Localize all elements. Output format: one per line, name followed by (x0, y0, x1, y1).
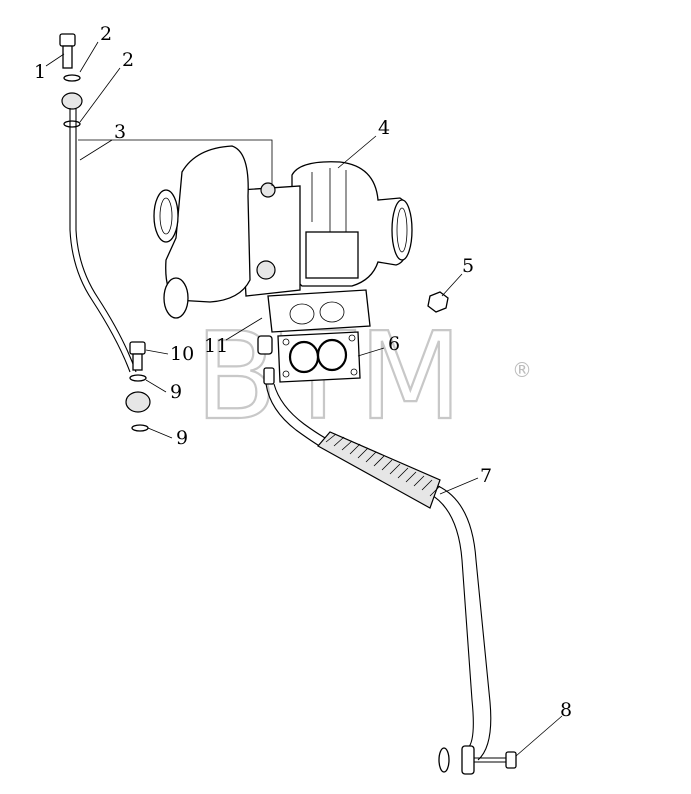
banjo-bolt-lower-shank (132, 353, 143, 371)
watermark: BTM ® (194, 307, 532, 448)
leader-10 (145, 349, 169, 355)
turbine-inlet-inner (159, 197, 173, 235)
gasket-bolt-hole-3 (282, 370, 290, 378)
compressor-ribs (311, 168, 347, 236)
callout-2-lower: 2 (122, 49, 134, 71)
oil-outlet-port (256, 260, 276, 280)
oil-feed-pipe-right (75, 108, 137, 373)
callout-10: 10 (170, 343, 194, 365)
callouts: 1 2 2 3 4 5 6 7 8 9 9 10 11 (34, 23, 572, 721)
turbocharger-assembly (78, 139, 413, 333)
callout-8: 8 (560, 699, 572, 721)
compressor-outlet-inner (396, 207, 408, 253)
drain-bolt-8-shank (474, 757, 506, 763)
sealing-washer-lower (63, 120, 81, 128)
callout-6: 6 (388, 333, 400, 355)
callout-7: 7 (480, 465, 492, 487)
nut-5-body (427, 291, 449, 313)
drain-fitting-lower (263, 367, 275, 385)
leader-7 (439, 477, 479, 495)
exhaust-flange (267, 289, 371, 333)
leader-4 (337, 135, 377, 169)
sealing-washer-upper (63, 74, 81, 82)
leader-2a (79, 41, 99, 73)
watermark-registered-mark: ® (512, 358, 532, 382)
gasket-bolt-hole-1 (282, 338, 290, 346)
sealing-washer-9-upper (129, 374, 147, 382)
leader-9a (145, 379, 167, 393)
banjo-bolt-shank (62, 45, 73, 69)
banjo-bolt-head (59, 33, 76, 47)
callout-1: 1 (34, 61, 46, 83)
drain-fitting-body (257, 335, 273, 355)
gasket-bolt-hole-4 (350, 368, 358, 376)
gasket-port-right (316, 338, 348, 372)
callout-3: 3 (114, 121, 126, 143)
banjo-fitting-upper (61, 92, 83, 110)
compressor-flange (305, 231, 359, 279)
banjo-bolt-lower-head (129, 341, 146, 355)
callout-9-lower: 9 (176, 427, 188, 449)
drain-gasket (438, 747, 450, 773)
callout-5: 5 (462, 255, 474, 277)
corrugated-hose-body (317, 431, 441, 509)
oil-feed-line (59, 33, 151, 432)
flange-nut (427, 291, 449, 313)
drain-flange (461, 745, 475, 775)
leader-11 (225, 317, 263, 341)
leader-8 (515, 715, 563, 757)
oil-drain-line (265, 383, 517, 775)
corrugated-hose (317, 431, 441, 509)
oil-inlet-port (260, 182, 276, 198)
leader-9b (147, 427, 173, 439)
exhaust-port-right (319, 301, 345, 323)
gasket-bolt-hole-2 (348, 334, 356, 342)
leader-3 (79, 139, 113, 161)
exhaust-gasket (277, 331, 361, 383)
callout-11: 11 (204, 335, 228, 357)
turbine-inlet (153, 189, 179, 243)
exhaust-port-left (289, 303, 315, 325)
leader-6 (357, 347, 385, 357)
leader-2b (79, 67, 121, 123)
sealing-washer-9-lower (131, 424, 149, 432)
leader-lines (45, 41, 563, 757)
corrugation-ridges (325, 433, 441, 497)
drain-bolt-8-head (505, 751, 517, 769)
leader-5 (441, 273, 463, 297)
drain-fitting (257, 335, 275, 385)
callout-9-upper: 9 (170, 381, 182, 403)
callout-2-upper: 2 (100, 23, 112, 45)
leader-3-frame (78, 139, 273, 186)
banjo-fitting-lower (125, 391, 151, 413)
compressor-outlet (391, 199, 413, 261)
oil-feed-pipe-left (69, 108, 131, 373)
gasket-port-left (288, 340, 320, 374)
leader-1 (45, 53, 65, 67)
callout-4: 4 (378, 117, 390, 139)
turbine-outlet (163, 277, 189, 319)
